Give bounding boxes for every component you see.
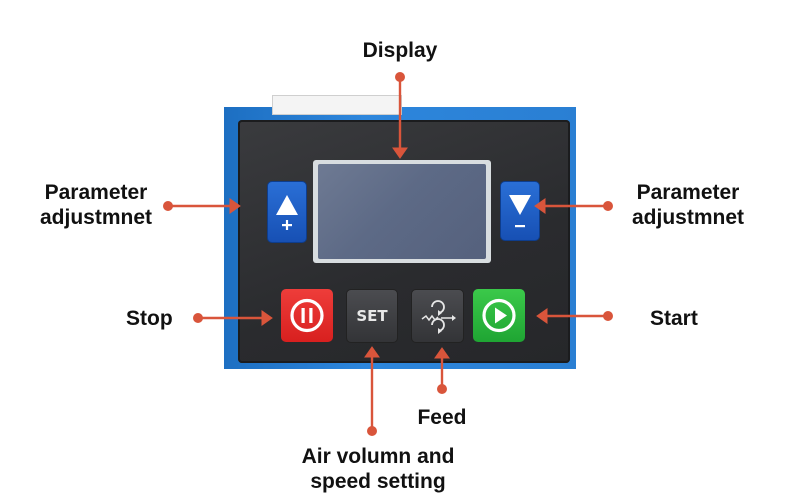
triangle-down-minus-icon <box>509 195 531 228</box>
parameter-down-button[interactable] <box>500 181 540 241</box>
stop-callout-arrowhead <box>261 310 273 326</box>
stop-label: Stop <box>126 307 173 330</box>
param-left-callout-arrowhead <box>229 198 241 214</box>
stop-button[interactable] <box>281 289 333 342</box>
start-label: Start <box>650 307 698 330</box>
feed-callout-arrowhead <box>434 347 450 359</box>
start-callout-arrowhead <box>536 308 548 324</box>
param-right-label: Parameter adjustmnet <box>631 181 744 229</box>
feed-rotate-icon <box>421 300 456 334</box>
display-label: Display <box>362 39 438 62</box>
param-right-callout-arrowhead <box>534 198 546 214</box>
set-button-label: SET <box>356 307 388 325</box>
parameter-up-button[interactable] <box>267 181 307 243</box>
pause-circle-icon <box>290 298 324 333</box>
device-sticker <box>272 95 402 115</box>
set-button[interactable]: SET <box>346 289 398 343</box>
display-callout-arrowhead <box>392 147 408 159</box>
air-volume-label: Air volumn and speed setting <box>301 445 455 493</box>
param-left-label: Parameter adjustmnet <box>39 181 152 229</box>
air-callout-arrowhead <box>364 346 380 358</box>
triangle-up-plus-icon <box>276 195 298 230</box>
start-button[interactable] <box>473 289 525 342</box>
feed-button[interactable] <box>411 289 464 343</box>
display-screen <box>318 164 486 259</box>
feed-label: Feed <box>417 406 467 429</box>
play-circle-icon <box>482 298 516 333</box>
